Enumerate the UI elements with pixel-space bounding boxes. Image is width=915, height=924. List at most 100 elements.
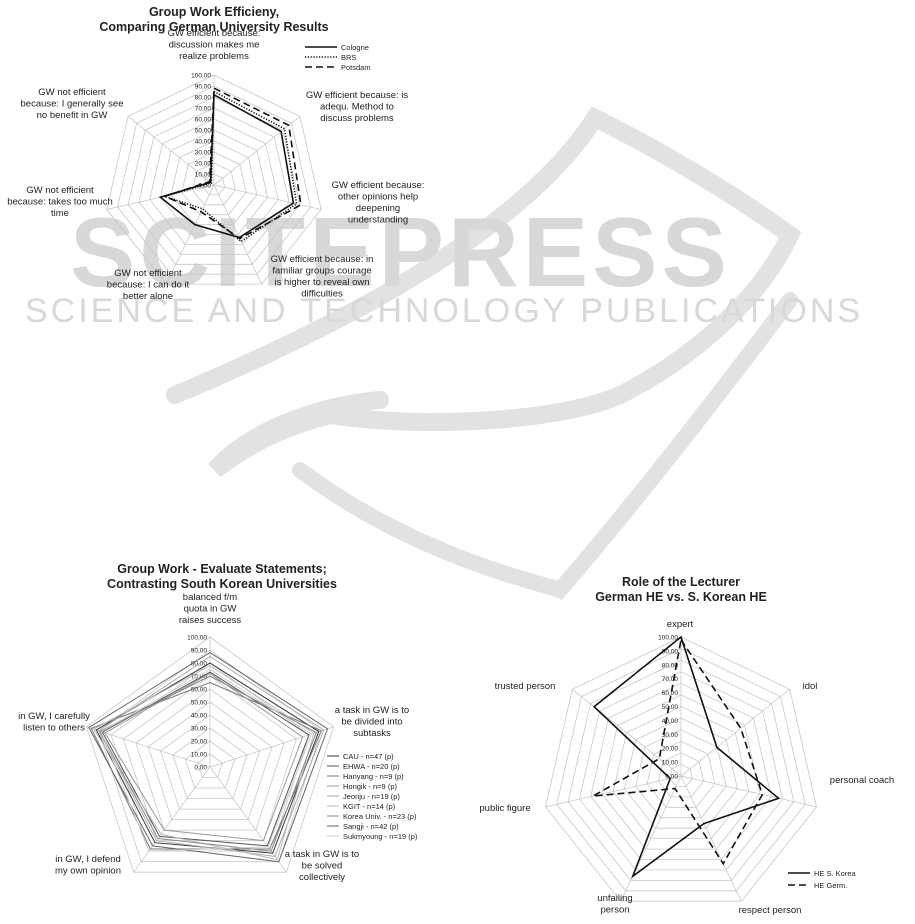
grid-ring bbox=[578, 671, 784, 871]
tick-label: 30,00 bbox=[195, 150, 212, 157]
tick-label: 10,00 bbox=[191, 752, 208, 759]
legend-label-1: HE Germ. bbox=[814, 881, 847, 890]
legend-label-1: BRS bbox=[341, 53, 356, 62]
grid-ring bbox=[172, 727, 248, 799]
legend-label-0: CAU - n=47 (p) bbox=[343, 752, 394, 761]
axis-label: better alone bbox=[123, 291, 173, 302]
series-line-1 bbox=[101, 671, 310, 847]
grid-ring bbox=[612, 706, 750, 839]
grid-ring bbox=[202, 173, 226, 196]
axis-spoke bbox=[620, 775, 682, 902]
grid-ring bbox=[197, 753, 223, 778]
axis-label: GW efficient because: bbox=[332, 180, 425, 191]
axis-spoke bbox=[209, 766, 287, 873]
tick-label: 40,00 bbox=[662, 718, 679, 725]
axis-label: in GW, I defend bbox=[55, 854, 120, 865]
tick-label: 80,00 bbox=[662, 662, 679, 669]
watermark-title: SCITEPRESS bbox=[70, 197, 731, 307]
axis-label: idol bbox=[803, 681, 818, 692]
grid-ring bbox=[138, 107, 290, 255]
chart-subtitle: German HE vs. S. Korean HE bbox=[595, 590, 767, 604]
axis-label: raises success bbox=[179, 615, 242, 626]
tick-label: 10,00 bbox=[195, 172, 212, 179]
axis-label: be divided into bbox=[341, 717, 402, 728]
grid-ring bbox=[159, 129, 269, 236]
axis-label: time bbox=[51, 208, 69, 219]
chart-group-work-efficiency: Group Work Efficieny,Comparing German Un… bbox=[7, 5, 424, 302]
tick-label: 60,00 bbox=[662, 690, 679, 697]
tick-label: 50,00 bbox=[191, 700, 208, 707]
grid-ring bbox=[567, 659, 795, 881]
axis-label: collectively bbox=[299, 872, 345, 883]
axis-label: GW efficient because: bbox=[168, 28, 261, 39]
grid-ring bbox=[192, 162, 236, 206]
tick-label: 20,00 bbox=[195, 161, 212, 168]
axis-label: difficulties bbox=[301, 289, 343, 300]
grid-ring bbox=[85, 636, 335, 873]
axis-spoke bbox=[127, 116, 215, 186]
tick-label: 60,00 bbox=[191, 687, 208, 694]
series-line-1 bbox=[592, 637, 764, 866]
tick-label: 40,00 bbox=[195, 139, 212, 146]
axis-spoke bbox=[213, 184, 322, 210]
grid-ring bbox=[184, 740, 236, 789]
grid-ring bbox=[646, 740, 716, 808]
tick-label: 50,00 bbox=[195, 128, 212, 135]
axis-spoke bbox=[680, 688, 790, 777]
series-line-3 bbox=[104, 672, 304, 842]
tick-label: 70,00 bbox=[191, 674, 208, 681]
axis-label: public figure bbox=[479, 803, 530, 814]
grid-ring bbox=[147, 701, 273, 820]
axis-spoke bbox=[165, 184, 215, 285]
chart-subtitle: Contrasting South Korean Universities bbox=[107, 577, 337, 591]
axis-label: because: I can do it bbox=[107, 280, 190, 291]
axis-label: unfailing bbox=[597, 893, 632, 904]
grid-ring bbox=[149, 118, 279, 245]
axis-spoke bbox=[680, 775, 817, 808]
chart-title: Group Work - Evaluate Statements; bbox=[117, 562, 327, 576]
tick-label: 90,00 bbox=[191, 648, 208, 655]
legend-label-4: Jeonju - n=19 (p) bbox=[343, 792, 400, 801]
series-line-0 bbox=[592, 635, 781, 879]
axis-label: GW efficient because: is bbox=[306, 90, 409, 101]
legend-label-2: Potsdam bbox=[341, 63, 371, 72]
axis-label: personal coach bbox=[830, 775, 894, 786]
axis-label: because: takes too much bbox=[7, 197, 113, 208]
legend-label-5: KGIT - n=14 (p) bbox=[343, 802, 396, 811]
grid-ring bbox=[106, 74, 322, 285]
grid-ring bbox=[545, 636, 817, 902]
axis-label: familiar groups courage bbox=[272, 266, 371, 277]
axis-label: trusted person bbox=[495, 681, 556, 692]
axis-spoke bbox=[680, 775, 742, 902]
axis-label: adequ. Method to bbox=[320, 102, 394, 113]
watermark-swoosh-lower bbox=[292, 292, 798, 600]
legend-label-7: Sangji - n=42 (p) bbox=[343, 822, 399, 831]
axis-label: GW not efficient bbox=[114, 268, 182, 279]
axis-label: realize problems bbox=[179, 51, 249, 62]
axis-label: understanding bbox=[348, 215, 408, 226]
axis-label: discuss problems bbox=[320, 113, 394, 124]
series-line-0 bbox=[158, 93, 295, 239]
axis-label: respect person bbox=[739, 905, 802, 916]
axis-spoke bbox=[572, 688, 682, 777]
legend-label-3: Hongik - n=9 (p) bbox=[343, 782, 397, 791]
watermark-swoosh bbox=[166, 106, 802, 478]
axis-label: my own opinion bbox=[55, 866, 121, 877]
legend-label-6: Korea Univ. - n=23 (p) bbox=[343, 812, 417, 821]
axis-label: GW not efficient bbox=[26, 185, 94, 196]
series-line-7 bbox=[88, 652, 329, 863]
tick-label: 100,00 bbox=[187, 635, 207, 642]
axis-label: expert bbox=[667, 619, 694, 630]
axis-label: listen to others bbox=[23, 723, 85, 734]
tick-label: 80,00 bbox=[195, 95, 212, 102]
axis-label: because: I generally see bbox=[21, 99, 124, 110]
axis-label: no benefit in GW bbox=[37, 110, 108, 121]
axis-spoke bbox=[545, 775, 682, 808]
tick-label: 30,00 bbox=[662, 732, 679, 739]
axis-spoke bbox=[209, 726, 334, 768]
chart-title: Role of the Lecturer bbox=[622, 575, 740, 589]
grid-ring bbox=[601, 694, 761, 850]
tick-label: 60,00 bbox=[195, 117, 212, 124]
grid-ring bbox=[556, 648, 806, 892]
